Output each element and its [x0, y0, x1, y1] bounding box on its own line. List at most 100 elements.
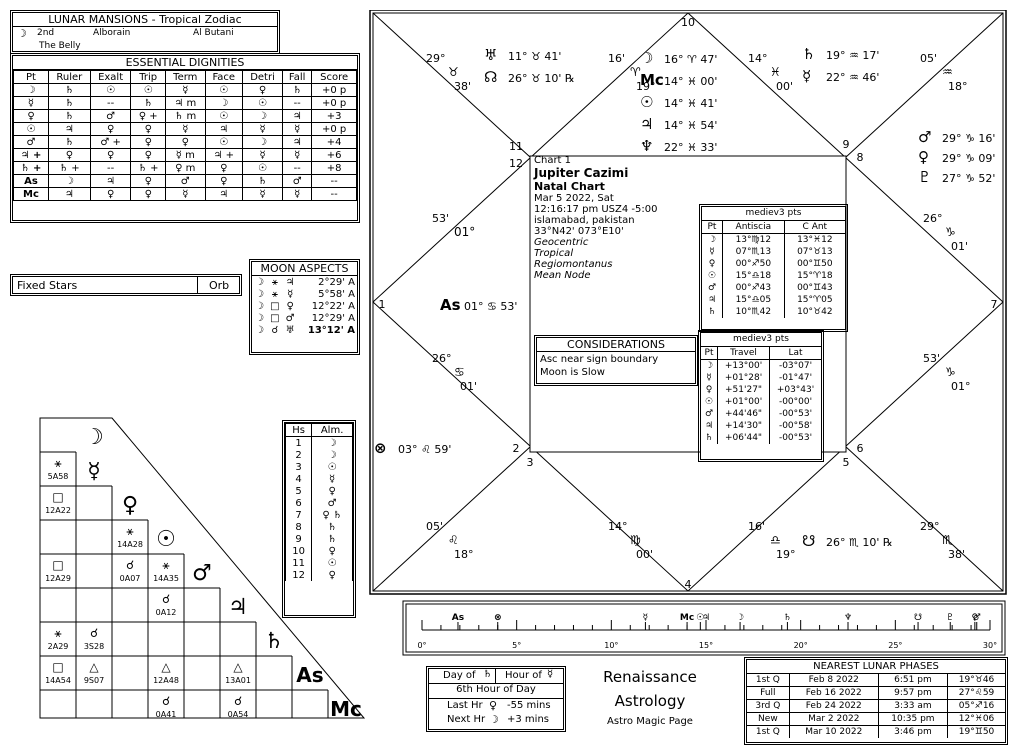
dignities-cell: ☉: [89, 83, 132, 97]
dignities-cell: ♀: [89, 187, 132, 201]
aspect-orb-text: 9S07: [84, 676, 104, 685]
house-number: 1: [379, 298, 386, 311]
planet-midheaven-position: 22° ♓ 33': [664, 141, 717, 154]
table-row: 5♀: [284, 485, 353, 497]
dignities-cell: As: [13, 174, 49, 188]
ruler-planet-mark: ☽: [736, 613, 744, 623]
moon-aspect-cell: □: [270, 312, 280, 324]
table-row: 9♄: [284, 533, 353, 545]
cusp-minutes: 00': [776, 80, 793, 93]
houses-cell: 9: [284, 533, 313, 545]
aspect-glyph: □: [52, 660, 63, 674]
antiscia-cell: 13°♓12: [783, 233, 845, 246]
lunar-phase-cell: 6:51 pm: [877, 674, 948, 687]
dignities-cell: +8: [311, 161, 357, 175]
lunar-phase-cell: Mar 2 2022: [788, 712, 879, 726]
dignities-cell: --: [89, 161, 132, 175]
moon-aspect-row: ☽□♂12°29' A: [252, 312, 357, 324]
ruler-inner-frame: [405, 603, 1003, 653]
antiscia-cell: 15°♎18: [721, 270, 785, 282]
aspect-glyph: ⚹: [54, 626, 61, 640]
cusp-sign: ♎: [770, 533, 781, 547]
antiscia-cell: 15°♎05: [721, 294, 785, 306]
cusp-sign: ♋: [454, 365, 465, 379]
dignities-header-cell: Term: [165, 70, 206, 84]
dignities-cell: ♃: [204, 122, 243, 136]
table-row: ♄+06'44"-00°53': [701, 432, 821, 444]
aspect-glyph: ☌: [126, 558, 134, 572]
chart-name: Jupiter Cazimi: [534, 166, 629, 180]
houses-cell: 3: [284, 461, 313, 473]
houses-cell: 5: [284, 485, 313, 497]
fixed-stars-divider: [197, 277, 198, 293]
dignities-cell: ♀ m: [165, 161, 206, 175]
cusp-minutes: 18°: [454, 548, 474, 561]
dignities-cell: ♀: [241, 83, 284, 97]
ascendant-position: 01° ♋ 53': [464, 300, 517, 313]
dignities-header-cell: Fall: [282, 70, 313, 84]
lunar-phases-title: NEAREST LUNAR PHASES: [747, 660, 1005, 674]
dignities-cell: Mc: [13, 187, 49, 201]
houses-cell: ♀ ♄: [311, 509, 353, 521]
lunar-mansion-meaning: The Belly: [39, 41, 81, 51]
moon-aspect-cell: ☽: [255, 312, 264, 324]
houses-cell: 4: [284, 473, 313, 485]
table-row: ☽♄☉☉☿☉♀♄+0 p: [13, 83, 357, 97]
aspect-glyph: ☌: [90, 626, 98, 640]
ruler-tick-label: 5°: [512, 641, 521, 650]
dignities-cell: ♂: [165, 174, 206, 188]
moon-aspect-cell: ☽: [255, 300, 264, 312]
considerations-title: CONSIDERATIONS: [537, 338, 695, 352]
lunar-mansions-moon-glyph: ☽: [17, 27, 27, 40]
travel-cell: +03°43': [769, 384, 821, 396]
hour-of-label: Hour of: [505, 670, 542, 681]
moon-aspect-cell: ⚹: [271, 276, 278, 288]
aspect-grid-planet: ♀: [122, 493, 138, 518]
ruler-tick-label: 20°: [794, 641, 808, 650]
planet-midheaven-position: 14° ♓ 00': [664, 75, 717, 88]
house-number: 6: [857, 442, 864, 455]
dignities-cell: ♃: [47, 122, 91, 136]
travel-cell: +06'44": [717, 432, 770, 444]
dignities-cell: ♄: [241, 174, 284, 188]
travel-cell: ☽: [704, 361, 714, 371]
aspect-glyph: ⚹: [54, 456, 61, 470]
moon-aspect-cell: □: [270, 300, 280, 312]
dignities-cell: +6: [311, 148, 357, 162]
aspect-orb-text: 5A58: [48, 472, 69, 481]
cusp-degree: 14°: [748, 52, 768, 65]
travel-header-cell: Travel: [717, 347, 770, 360]
moon-aspects-table: ☽⚹♃2°29' A☽⚹☿5°58' A☽□♀12°22' A☽□♂12°29'…: [252, 276, 357, 336]
aspect-glyph: △: [89, 660, 99, 674]
houses-cell: 8: [284, 521, 313, 533]
dignities-header-cell: Pt: [13, 70, 49, 84]
dignities-cell: ♂: [89, 109, 132, 123]
ruler-frame: [402, 600, 1006, 656]
lunar-mansion-number: 2nd: [37, 28, 55, 38]
chart-info: Chart 1 Jupiter Cazimi Natal Chart Mar 5…: [534, 155, 704, 281]
table-row: 11☉: [284, 557, 353, 569]
aspect-grid-planet: ♄: [264, 629, 284, 654]
moon-aspect-cell: 2°29' A: [318, 276, 355, 288]
planet-midheaven-glyph: ♃: [640, 115, 653, 133]
houses-cell: ♀: [311, 485, 353, 497]
antiscia-header-cell: Pt: [702, 221, 723, 234]
houses-cell: ☿: [311, 473, 353, 485]
dignities-cell: +4: [311, 135, 357, 149]
moon-aspect-cell: ☽: [255, 276, 264, 288]
ruler-planet-mark: ♄: [783, 613, 791, 623]
lunar-phase-cell: Feb 16 2022: [788, 686, 879, 700]
cusp-minutes: 00': [636, 548, 653, 561]
part-of-fortune-position: 03° ♌ 59': [398, 443, 451, 456]
moon-aspect-row: ☽⚹♃2°29' A: [252, 276, 357, 288]
houses-cell: 2: [284, 449, 313, 461]
travel-cell: ☿: [706, 373, 712, 383]
dignities-cell: ☿: [13, 96, 49, 110]
dignities-cell: ♀: [89, 148, 132, 162]
